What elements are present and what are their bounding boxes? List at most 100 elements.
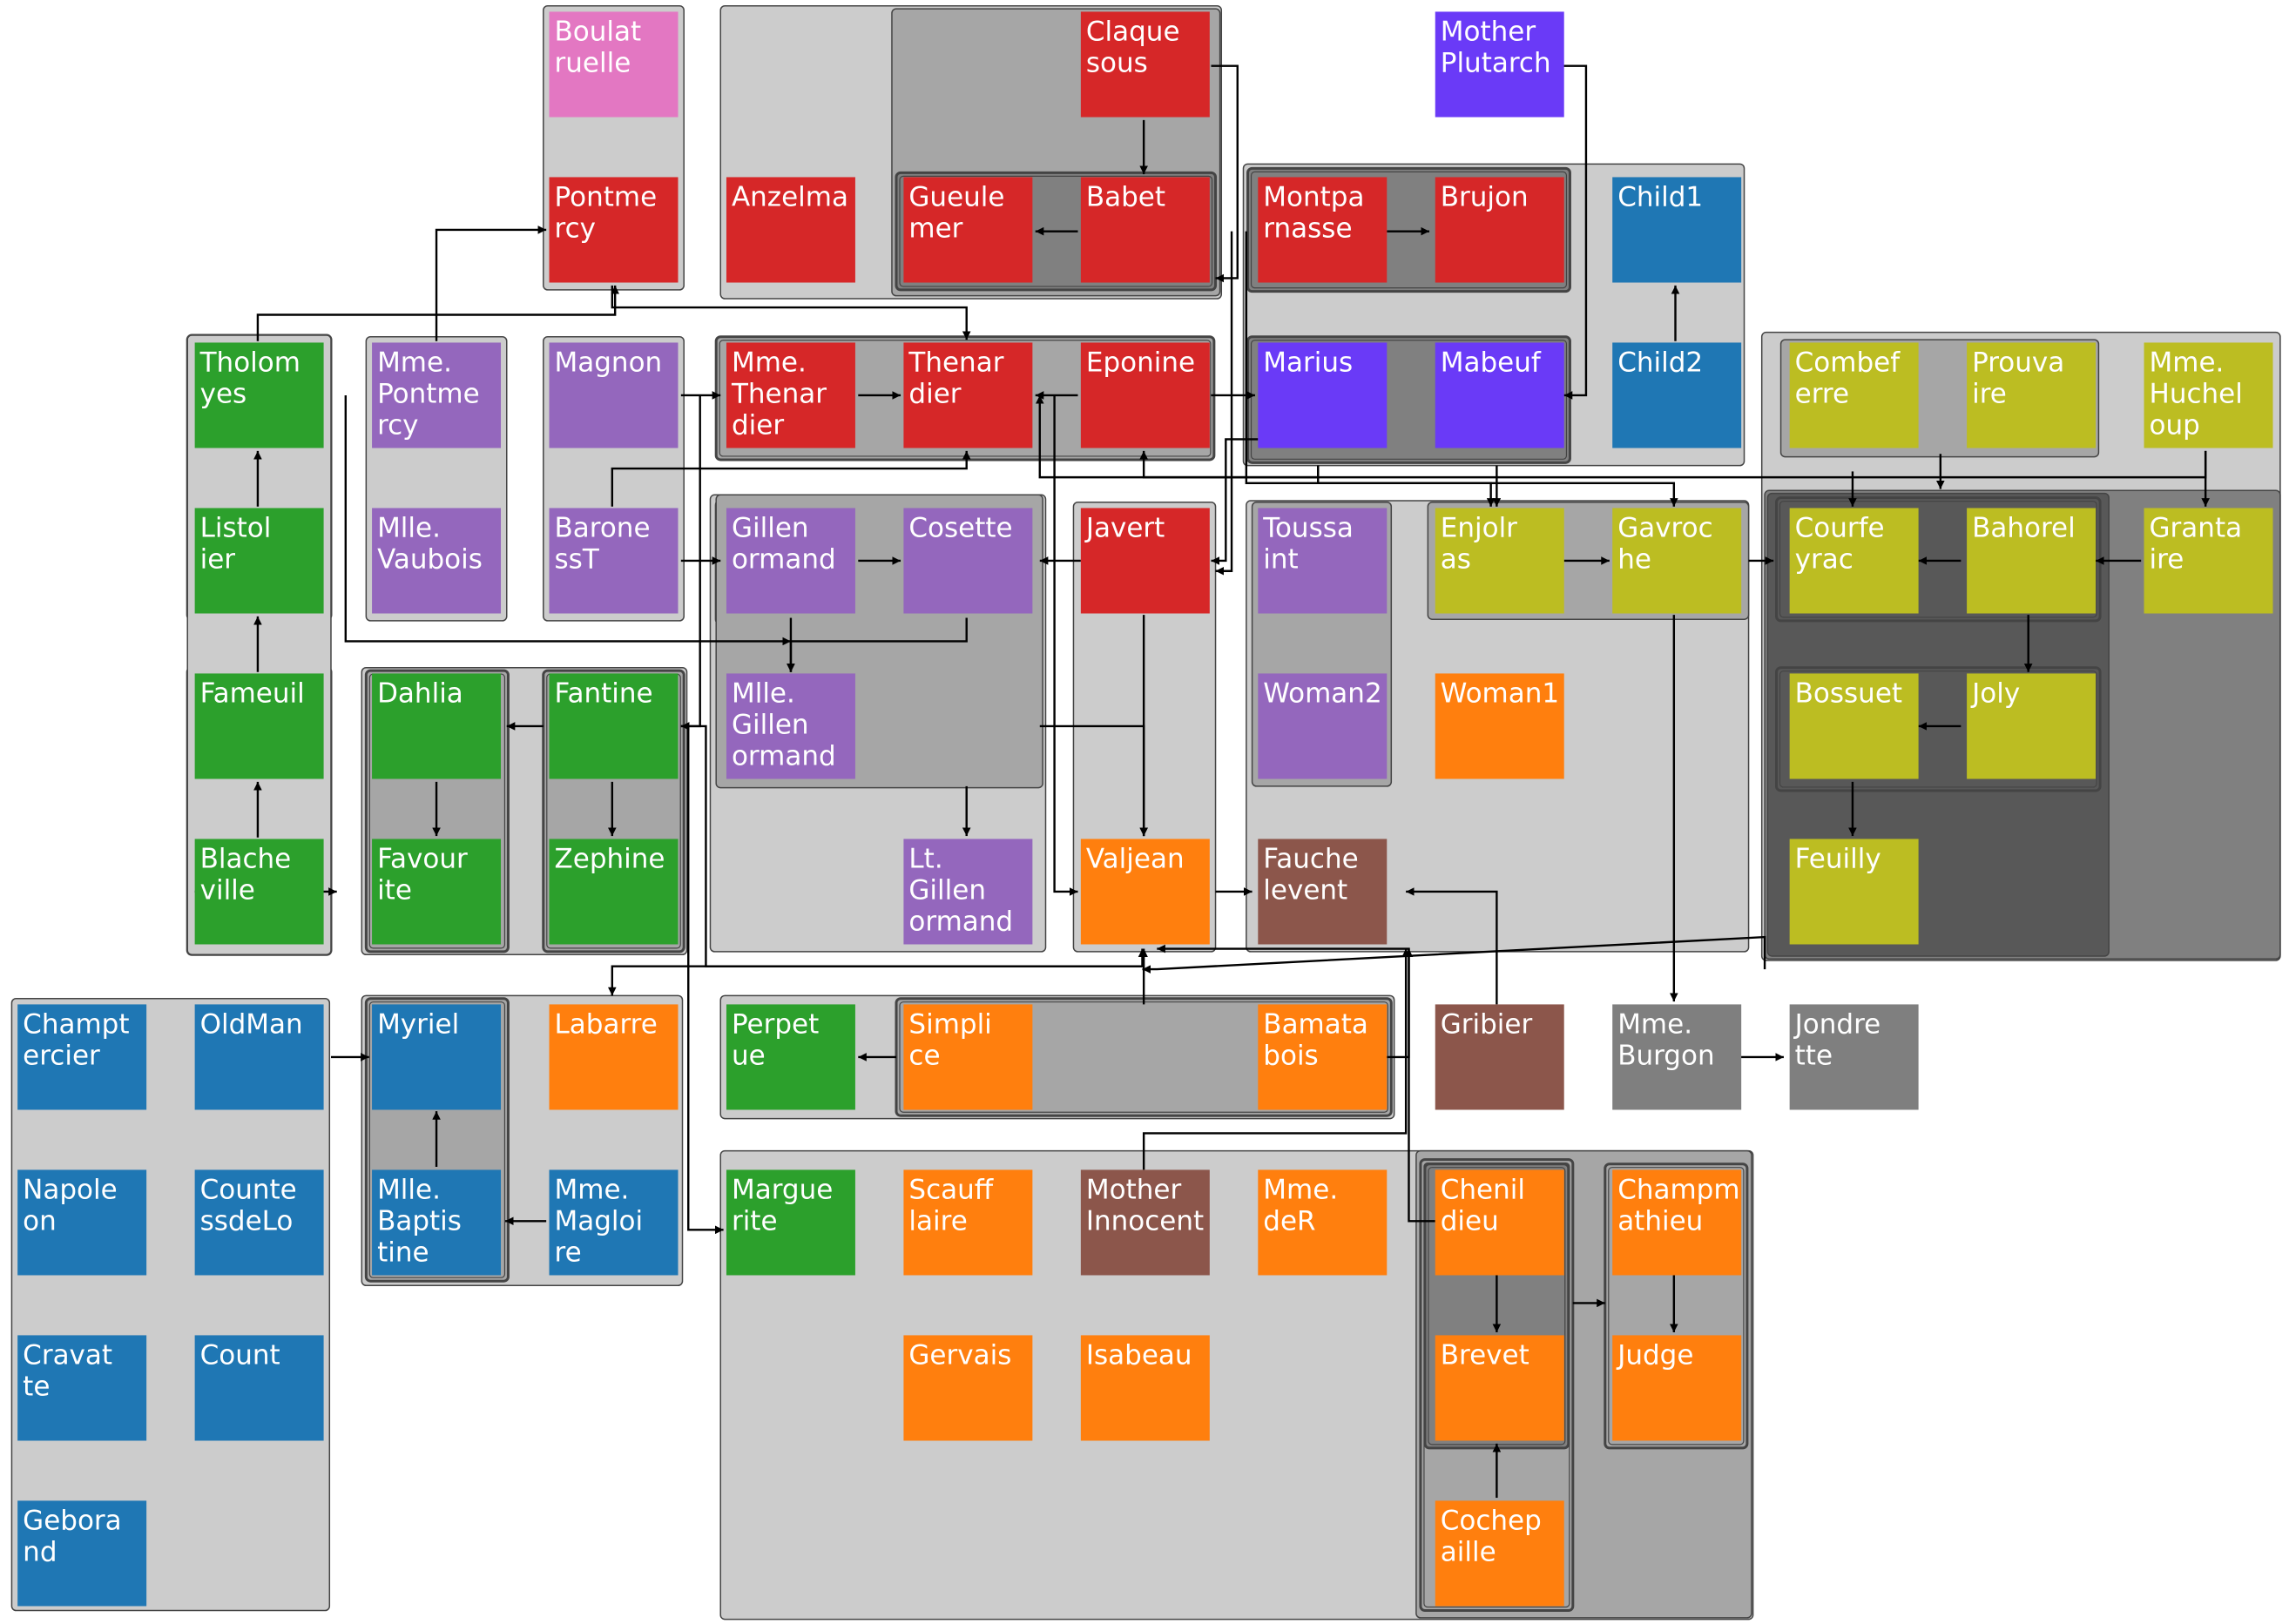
node-label-line: Gillen (908, 874, 986, 906)
node-judge[interactable]: Judge (1612, 1335, 1742, 1441)
node-labarre[interactable]: Labarre (549, 1004, 679, 1110)
node-box (1080, 508, 1210, 614)
node-gribier[interactable]: Gribier (1435, 1004, 1564, 1110)
node-label: Magnon (555, 347, 663, 378)
node-box (903, 1169, 1033, 1276)
node-child1[interactable]: Child1 (1612, 177, 1742, 283)
node-mlle-vaubois[interactable]: Mlle.Vaubois (372, 508, 502, 614)
node-label-line: dier (732, 409, 784, 441)
node-count[interactable]: Count (194, 1335, 324, 1441)
node-zephine[interactable]: Zephine (549, 839, 679, 945)
node-label-line: as (1441, 543, 1471, 575)
node-box (372, 839, 502, 945)
node-fameuil[interactable]: Fameuil (194, 673, 324, 779)
node-mmede-r[interactable]: Mme.deR (1258, 1169, 1388, 1276)
node-label-line: Brevet (1441, 1339, 1529, 1371)
node-isabeau[interactable]: Isabeau (1080, 1335, 1210, 1441)
node-label-line: mer (908, 212, 962, 244)
node-label-line: Favour (377, 843, 468, 874)
node-javert[interactable]: Javert (1080, 508, 1210, 614)
node-mabeuf[interactable]: Mabeuf (1435, 342, 1564, 448)
node-bossuet[interactable]: Bossuet (1789, 673, 1919, 779)
node-box (549, 1004, 679, 1110)
node-bahorel[interactable]: Bahorel (1967, 508, 2097, 614)
node-mme-burgon[interactable]: Mme.Burgon (1612, 1004, 1742, 1110)
node-label: Judge (1616, 1339, 1693, 1371)
node-woman2[interactable]: Woman2 (1258, 673, 1388, 779)
node-old-man[interactable]: OldMan (194, 1004, 324, 1110)
node-gervais[interactable]: Gervais (903, 1335, 1033, 1441)
node-box (726, 508, 855, 614)
node-brevet[interactable]: Brevet (1435, 1335, 1564, 1441)
node-feuilly[interactable]: Feuilly (1789, 839, 1919, 945)
node-label-line: tine (377, 1237, 429, 1268)
node-brujon[interactable]: Brujon (1435, 177, 1564, 283)
node-label-line: Zephine (555, 843, 665, 874)
node-myriel[interactable]: Myriel (372, 1004, 502, 1110)
node-dahlia[interactable]: Dahlia (372, 673, 502, 779)
node-child2[interactable]: Child2 (1612, 342, 1742, 448)
node-valjean[interactable]: Valjean (1080, 839, 1210, 945)
node-woman1[interactable]: Woman1 (1435, 673, 1564, 779)
node-fantine[interactable]: Fantine (549, 673, 679, 779)
node-label-line: Count (200, 1339, 280, 1371)
node-anzelma[interactable]: Anzelma (726, 177, 855, 283)
node-label: Eponine (1086, 347, 1195, 378)
node-marius[interactable]: Marius (1258, 342, 1388, 448)
edge-arrow (435, 226, 547, 341)
node-magnon[interactable]: Magnon (549, 342, 679, 448)
node-eponine[interactable]: Eponine (1080, 342, 1210, 448)
node-cosette[interactable]: Cosette (903, 508, 1033, 614)
node-joly[interactable]: Joly (1967, 673, 2097, 779)
node-babet[interactable]: Babet (1080, 177, 1210, 283)
